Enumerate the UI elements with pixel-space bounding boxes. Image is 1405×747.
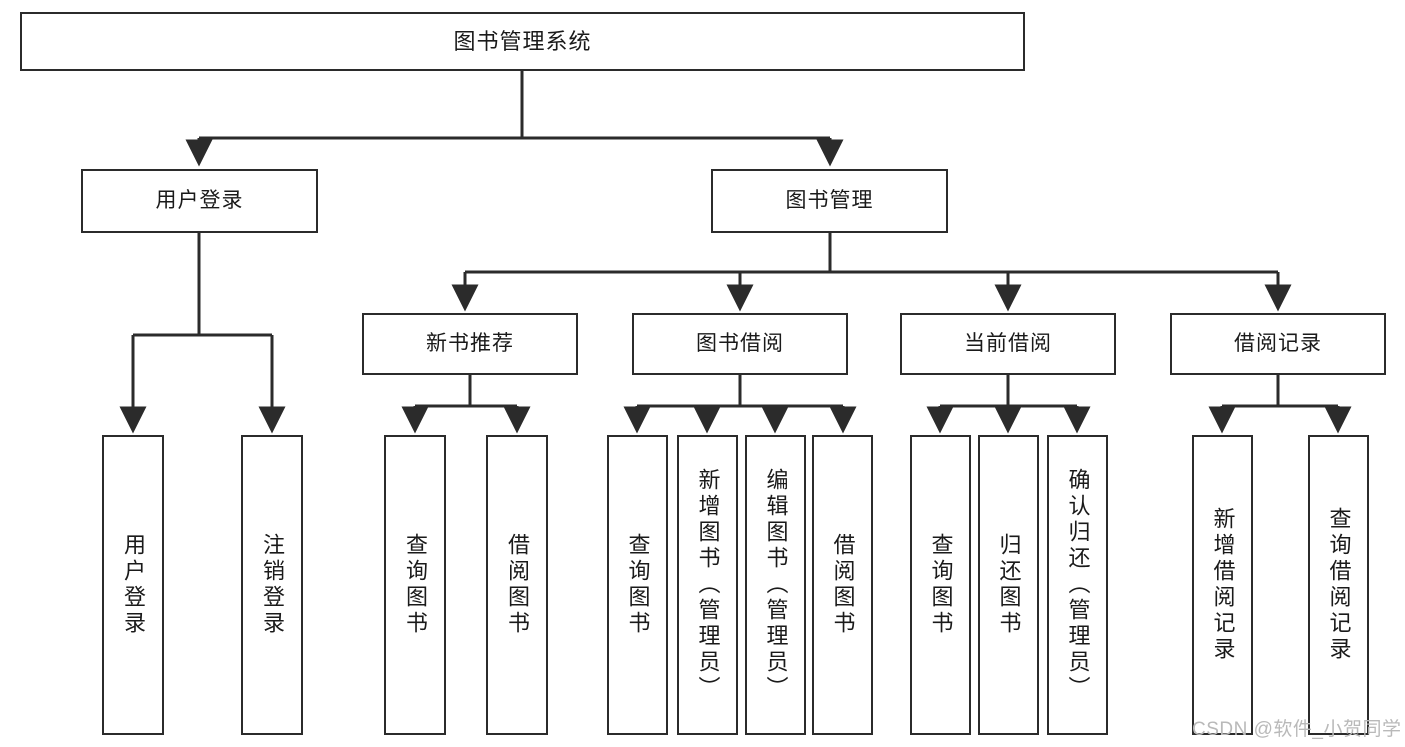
node-book-manage-label: 图书管理 — [785, 188, 874, 212]
node-leaf-return-book[interactable]: 归还图书 — [978, 435, 1039, 735]
node-leaf-query-book-1-label: 查询图书 — [403, 533, 428, 637]
node-current-borrow[interactable]: 当前借阅 — [900, 313, 1116, 375]
node-leaf-borrow-book-2[interactable]: 借阅图书 — [812, 435, 873, 735]
node-root-label: 图书管理系统 — [453, 28, 592, 54]
node-book-manage[interactable]: 图书管理 — [711, 169, 948, 233]
node-leaf-borrow-book-1-label: 借阅图书 — [505, 533, 530, 637]
csdn-watermark: CSDN @软件_小贺同学 — [1192, 719, 1402, 740]
node-leaf-query-book-2[interactable]: 查询图书 — [607, 435, 668, 735]
node-user-login-label: 用户登录 — [155, 188, 244, 212]
node-leaf-confirm-return[interactable]: 确认归还（管理员） — [1047, 435, 1108, 735]
node-leaf-query-record[interactable]: 查询借阅记录 — [1308, 435, 1369, 735]
node-leaf-borrow-book-2-label: 借阅图书 — [830, 533, 856, 637]
node-leaf-return-book-label: 归还图书 — [996, 533, 1022, 637]
node-leaf-user-login-label: 用户登录 — [121, 533, 146, 637]
node-book-borrow[interactable]: 图书借阅 — [632, 313, 848, 375]
node-leaf-add-book[interactable]: 新增图书（管理员） — [677, 435, 738, 735]
node-borrow-record-label: 借阅记录 — [1234, 331, 1322, 355]
node-leaf-query-book-2-label: 查询图书 — [625, 533, 651, 637]
node-current-borrow-label: 当前借阅 — [964, 331, 1052, 355]
node-borrow-record[interactable]: 借阅记录 — [1170, 313, 1386, 375]
node-new-book-recommend-label: 新书推荐 — [426, 331, 514, 355]
node-leaf-edit-book[interactable]: 编辑图书（管理员） — [745, 435, 806, 735]
node-leaf-query-book-1[interactable]: 查询图书 — [384, 435, 446, 735]
node-leaf-add-book-label: 新增图书（管理员） — [695, 468, 721, 702]
node-leaf-query-book-3[interactable]: 查询图书 — [910, 435, 971, 735]
node-leaf-edit-book-label: 编辑图书（管理员） — [763, 468, 789, 702]
node-book-borrow-label: 图书借阅 — [696, 331, 784, 355]
node-leaf-user-login[interactable]: 用户登录 — [102, 435, 164, 735]
node-leaf-add-record-label: 新增借阅记录 — [1210, 507, 1236, 663]
node-leaf-query-book-3-label: 查询图书 — [928, 533, 954, 637]
node-leaf-add-record[interactable]: 新增借阅记录 — [1192, 435, 1253, 735]
node-leaf-confirm-return-label: 确认归还（管理员） — [1065, 468, 1091, 702]
node-leaf-borrow-book-1[interactable]: 借阅图书 — [486, 435, 548, 735]
node-new-book-recommend[interactable]: 新书推荐 — [362, 313, 578, 375]
node-leaf-logout-login-label: 注销登录 — [260, 533, 285, 637]
node-leaf-query-record-label: 查询借阅记录 — [1326, 507, 1352, 663]
node-user-login[interactable]: 用户登录 — [81, 169, 318, 233]
node-leaf-logout-login[interactable]: 注销登录 — [241, 435, 303, 735]
node-root[interactable]: 图书管理系统 — [20, 12, 1025, 71]
